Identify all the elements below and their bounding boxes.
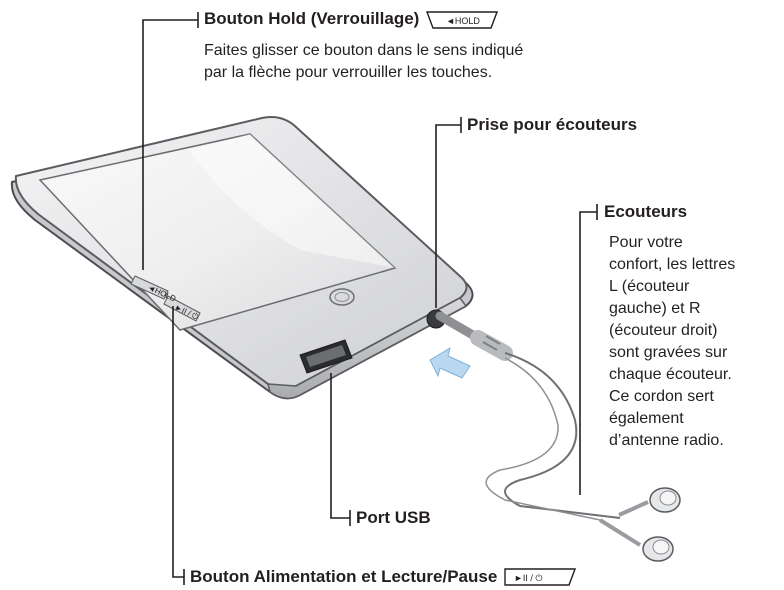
hold-badge-icon: ◄HOLD — [426, 11, 498, 29]
svg-text:◄HOLD: ◄HOLD — [446, 16, 480, 26]
power-button-title: Bouton Alimentation et Lecture/Pause — [190, 567, 498, 586]
insert-arrow-icon — [429, 346, 471, 379]
hold-title: Bouton Hold (Verrouillage) — [204, 9, 420, 28]
hold-description-line1: Faites glisser ce bouton dans le sens in… — [204, 42, 524, 59]
leader-lines — [142, 12, 598, 585]
earphones-title: Ecouteurs — [604, 202, 688, 221]
power-button-on-device — [163, 295, 201, 322]
home-button — [329, 288, 355, 306]
earphones-illustration — [435, 311, 681, 562]
power-badge-icon: ►II / ⏻ — [504, 568, 576, 586]
hold-description-line2: par la flèche pour verrouiller les touch… — [204, 64, 493, 81]
svg-text:►II / ⏻: ►II / ⏻ — [514, 573, 543, 583]
earphones-description: Pour votre confort, les lettres L (écout… — [609, 234, 736, 449]
usb-port-title: Port USB — [356, 508, 431, 527]
player-body — [10, 116, 474, 400]
hold-switch-on-device — [130, 275, 169, 300]
headphone-jack-title: Prise pour écouteurs — [467, 115, 638, 134]
